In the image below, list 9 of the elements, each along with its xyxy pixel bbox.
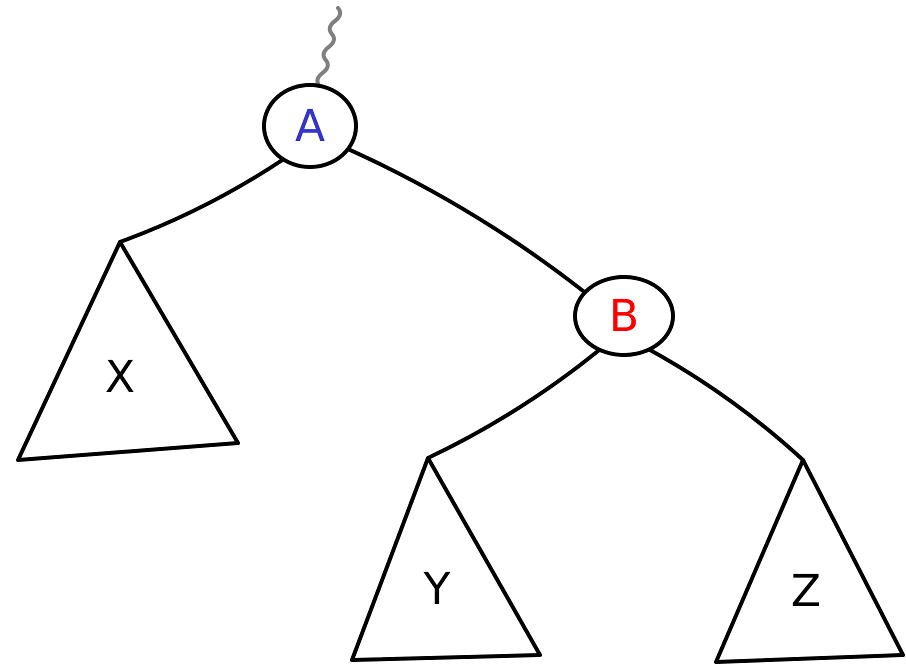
tree-edge bbox=[118, 157, 286, 244]
subtree-label: Z bbox=[790, 570, 822, 614]
node-key: A bbox=[294, 105, 326, 149]
node-key: B bbox=[608, 295, 640, 339]
subtree-label: Y bbox=[424, 568, 450, 612]
tree-edge bbox=[647, 347, 805, 462]
subtree-label: X bbox=[104, 356, 136, 400]
tree-edge bbox=[346, 147, 587, 294]
tree-edge bbox=[426, 348, 602, 460]
